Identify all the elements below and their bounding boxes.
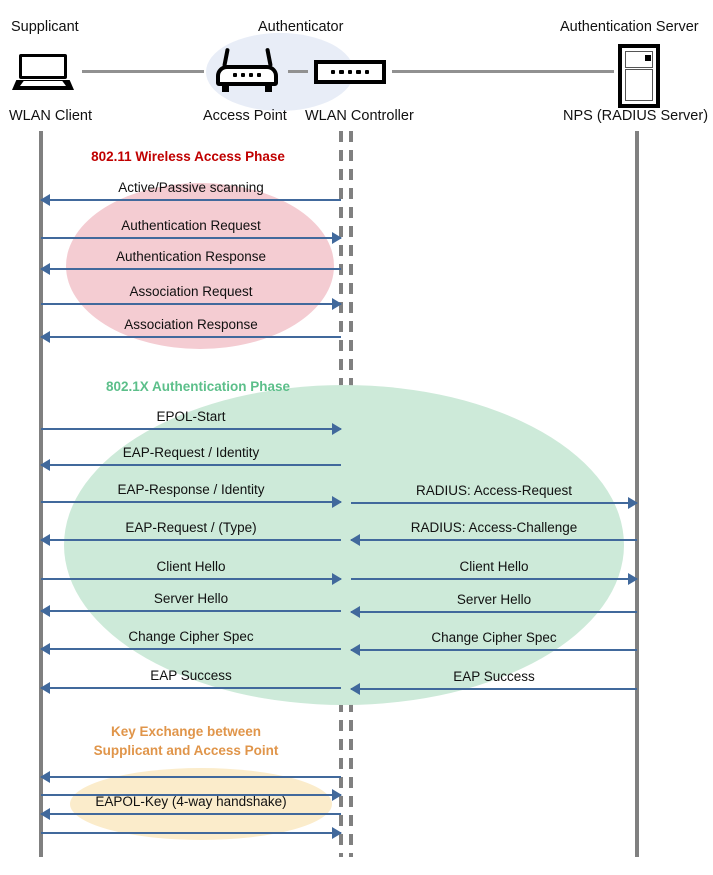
message-label: Change Cipher Spec [128,629,254,644]
lifeline-supplicant [39,131,43,857]
message-label: EAP-Request / Identity [122,445,260,460]
actor-device-nps-radius-server: NPS (RADIUS Server) [563,108,709,124]
message-label: EAP-Response / Identity [117,482,265,497]
actor-device-access-point: Access Point [203,108,287,124]
message-label: Authentication Response [115,249,267,264]
link-controller-server [392,70,614,73]
controller-icon [314,60,386,84]
phase-blob-key-exchange [70,768,332,840]
message-label: Client Hello [156,559,226,574]
actor-role-supplicant: Supplicant [11,19,79,35]
message-label: EAP-Request / (Type) [125,520,257,535]
actor-device-wlan-client: WLAN Client [9,108,92,124]
message-label: Association Response [124,317,258,332]
access-point-icon [216,47,278,92]
phase-title-key-exchange: Key Exchange between Supplicant and Acce… [93,724,279,758]
message-label: Change Cipher Spec [431,630,557,645]
message-label: Active/Passive scanning [118,180,264,195]
actor-device-wlan-controller: WLAN Controller [305,108,414,124]
message-label: Server Hello [456,592,532,607]
message-label: EPOL-Start [156,409,226,424]
phase-blob-wireless-access [66,183,334,349]
actor-role-authenticator: Authenticator [258,19,344,35]
laptop-icon [12,54,74,90]
message-label: Client Hello [459,559,529,574]
actor-role-authentication-server: Authentication Server [560,19,699,35]
server-icon [618,44,660,108]
message-label: EAPOL-Key (4-way handshake) [95,794,287,809]
message-label: RADIUS: Access-Challenge [410,520,578,535]
phase-blob-dot1x-auth [64,385,624,705]
message-label: RADIUS: Access-Request [415,483,573,498]
lifeline-authentication-server [635,131,639,857]
link-client-ap [82,70,204,73]
phase-title-dot1x-auth: 802.1X Authentication Phase [105,379,291,394]
message-label: EAP Success [150,668,232,683]
message-label: Authentication Request [121,218,261,233]
message-label: Association Request [129,284,253,299]
phase-title-wireless-access: 802.11 Wireless Access Phase [91,149,285,164]
link-ap-controller [288,70,308,73]
message-label: EAP Success [453,669,535,684]
message-label: Server Hello [153,591,229,606]
